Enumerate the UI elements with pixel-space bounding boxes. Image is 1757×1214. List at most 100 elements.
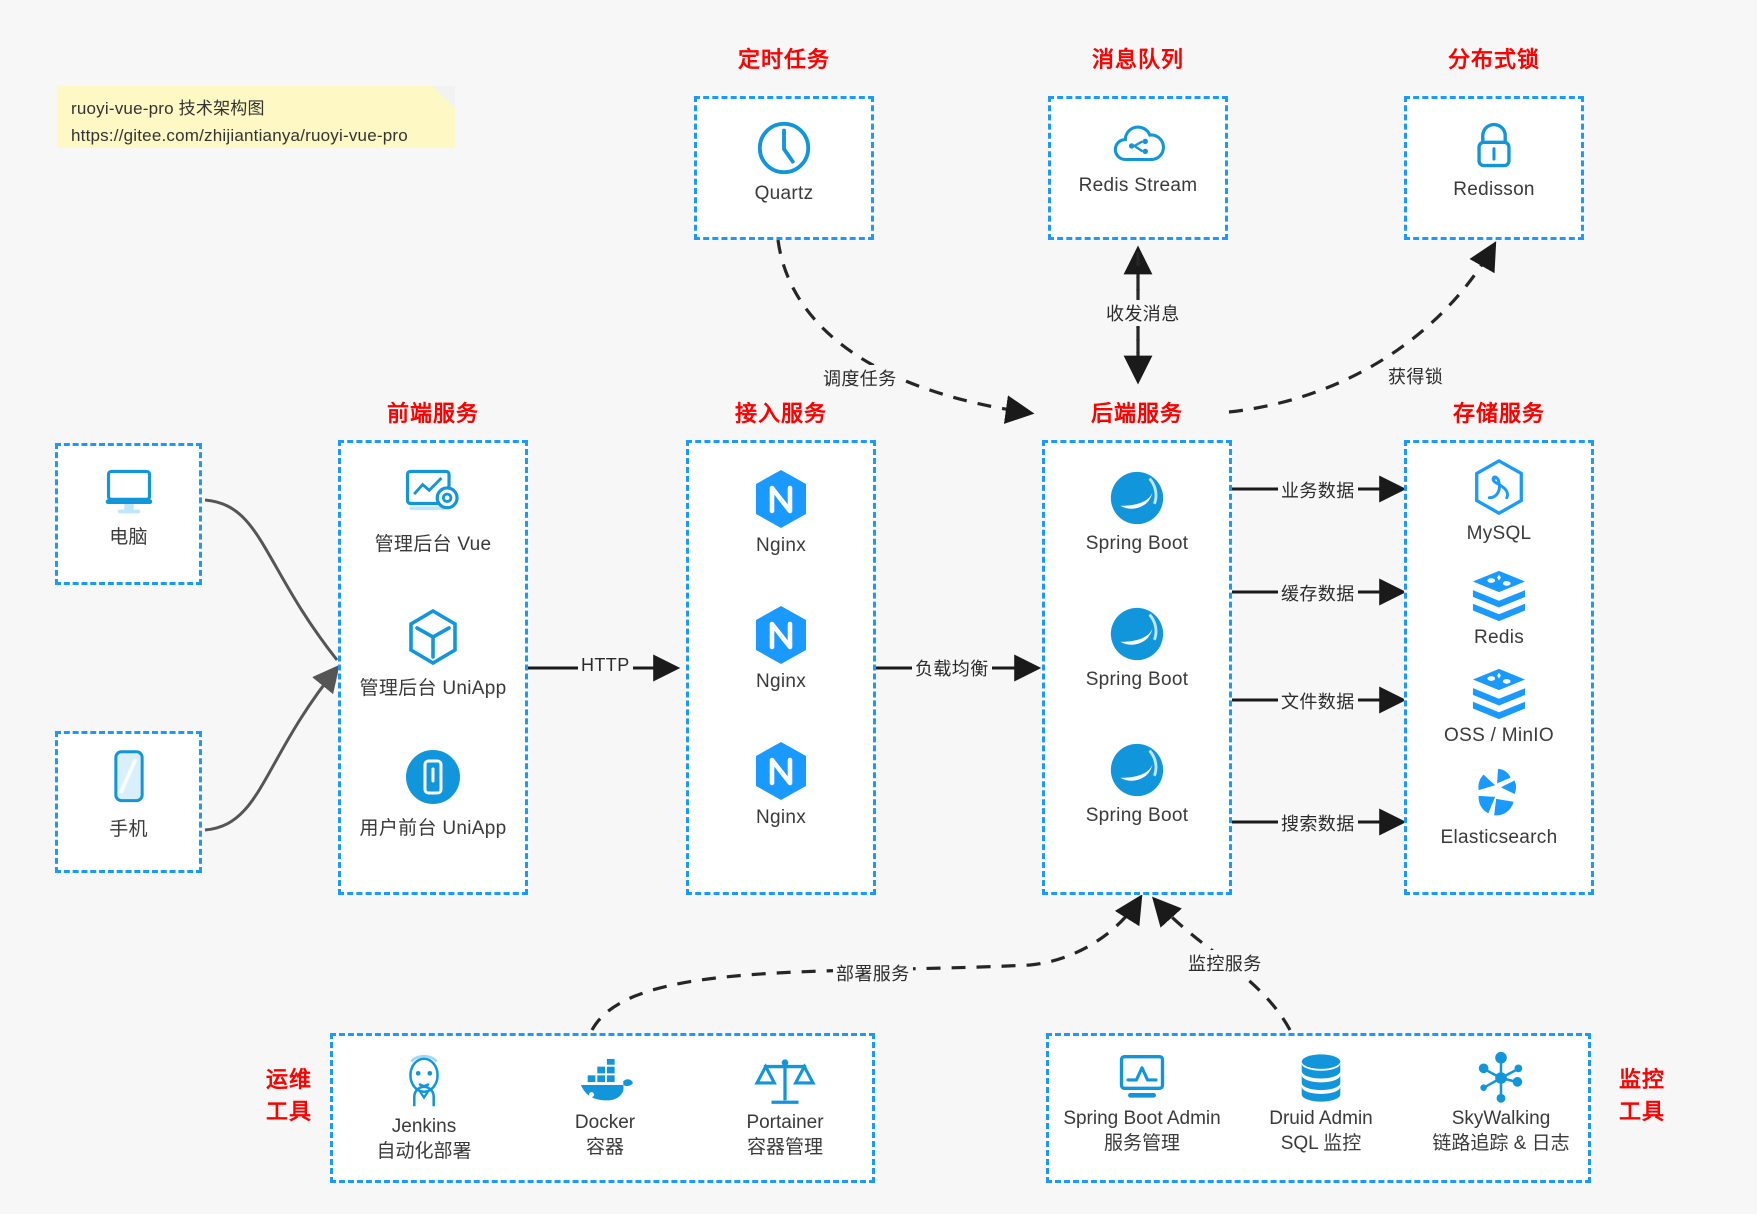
node-label: Quartz (754, 183, 814, 204)
skywalking-icon (1478, 1051, 1523, 1103)
edge-label-monitor-service: 监控服务 (1185, 950, 1265, 976)
edge-label-http: HTTP (578, 655, 633, 676)
desktop-icon (105, 469, 152, 514)
group-title-monitoring-line2: 工具 (1618, 1099, 1665, 1124)
group-title-monitoring: 监控 工具 (1608, 1064, 1676, 1128)
node-admin-vue[interactable]: 管理后台 Vue (341, 465, 525, 556)
node-name: Druid Admin (1269, 1108, 1373, 1129)
node-jenkins[interactable]: Jenkins 自动化部署 (333, 1052, 515, 1164)
group-gateway[interactable]: Nginx Nginx Nginx (686, 440, 876, 895)
group-monitoring[interactable]: Spring Boot Admin 服务管理 Druid Admin SQL 监… (1046, 1033, 1591, 1183)
node-desc: SQL 监控 (1280, 1133, 1362, 1154)
node-desc: 链路追踪 & 日志 (1432, 1133, 1570, 1154)
node-spring-boot-3[interactable]: Spring Boot (1045, 739, 1229, 827)
mobile-icon (113, 750, 144, 803)
cube-icon (409, 608, 457, 666)
group-title-backend: 后端服务 (1090, 401, 1183, 426)
node-druid-admin[interactable]: Druid Admin SQL 监控 (1230, 1052, 1412, 1156)
edge-label-file-data: 文件数据 (1278, 688, 1358, 714)
node-portainer[interactable]: Portainer 容器管理 (694, 1054, 876, 1160)
group-title-devops-line2: 工具 (265, 1099, 312, 1124)
node-quartz[interactable]: Quartz (697, 117, 871, 205)
group-backend[interactable]: Spring Boot Spring Boot Spring Boot (1042, 440, 1232, 895)
node-desc: 自动化部署 (376, 1141, 472, 1162)
node-label: Nginx (755, 671, 807, 692)
group-client-desktop[interactable]: 电脑 (55, 443, 202, 585)
node-redisson[interactable]: Redisson (1407, 117, 1581, 201)
node-mobile[interactable]: 手机 (58, 748, 199, 841)
docker-icon (580, 1058, 633, 1101)
group-title-devops: 运维 工具 (255, 1064, 323, 1128)
node-spring-boot-2[interactable]: Spring Boot (1045, 603, 1229, 691)
diagram-note: ruoyi-vue-pro 技术架构图 https://gitee.com/zh… (57, 86, 455, 148)
group-message-queue[interactable]: Redis Stream (1048, 96, 1228, 240)
node-user-uniapp[interactable]: 用户前台 UniApp (341, 745, 525, 840)
node-label: 管理后台 UniApp (359, 678, 507, 699)
group-title-frontend: 前端服务 (386, 401, 479, 426)
edge-label-load-balance: 负载均衡 (912, 655, 992, 681)
group-title-storage: 存储服务 (1452, 401, 1545, 426)
group-devops[interactable]: Jenkins 自动化部署 Docker 容器 (330, 1033, 875, 1183)
note-line-title: ruoyi-vue-pro 技术架构图 (71, 99, 265, 118)
node-redis[interactable]: Redis (1407, 567, 1591, 649)
nginx-icon (756, 470, 806, 528)
group-distributed-lock[interactable]: Redisson (1404, 96, 1584, 240)
edge-label-deploy-service: 部署服务 (833, 960, 913, 986)
group-client-mobile[interactable]: 手机 (55, 731, 202, 873)
group-title-devops-line1: 运维 (265, 1067, 312, 1092)
node-label: MySQL (1466, 523, 1532, 544)
monitor-chart-icon (1119, 1054, 1165, 1098)
node-label: Redisson (1453, 179, 1535, 200)
group-frontend[interactable]: 管理后台 Vue 管理后台 UniApp 用户前台 UniApp (338, 440, 528, 895)
node-label: Spring Boot (1085, 533, 1189, 554)
dashboard-icon (405, 469, 459, 511)
edge-label-search-data: 搜索数据 (1278, 810, 1358, 836)
node-label: 管理后台 Vue (374, 534, 492, 555)
node-admin-uniapp[interactable]: 管理后台 UniApp (341, 605, 525, 700)
node-spring-boot-1[interactable]: Spring Boot (1045, 467, 1229, 555)
group-storage[interactable]: MySQL Redis OSS / MinIO (1404, 440, 1594, 895)
group-title-message-queue: 消息队列 (1091, 47, 1184, 72)
node-docker[interactable]: Docker 容器 (514, 1058, 696, 1160)
node-oss-minio[interactable]: OSS / MinIO (1407, 665, 1591, 747)
edge-label-business-data: 业务数据 (1278, 477, 1358, 503)
node-redis-stream[interactable]: Redis Stream (1051, 119, 1225, 197)
edge-label-schedule-task: 调度任务 (820, 365, 900, 391)
node-label: Redis Stream (1078, 175, 1198, 196)
redis-icon (1472, 570, 1526, 622)
clock-icon (757, 121, 811, 175)
node-mysql[interactable]: MySQL (1407, 457, 1591, 545)
note-fold-corner (433, 86, 455, 108)
database-icon (1301, 1054, 1341, 1102)
node-name: Spring Boot Admin (1063, 1108, 1221, 1129)
edge-label-send-receive-message: 收发消息 (1103, 300, 1183, 326)
edge-label-acquire-lock: 获得锁 (1385, 363, 1447, 389)
node-nginx-3[interactable]: Nginx (689, 739, 873, 829)
node-label: OSS / MinIO (1444, 725, 1554, 746)
node-name: Portainer (746, 1112, 824, 1133)
group-title-distributed-lock: 分布式锁 (1447, 47, 1540, 72)
node-desc: 容器 (585, 1137, 624, 1158)
nginx-icon (756, 606, 806, 664)
node-nginx-2[interactable]: Nginx (689, 603, 873, 693)
node-skywalking[interactable]: SkyWalking 链路追踪 & 日志 (1410, 1050, 1592, 1156)
node-label: Redis (1473, 627, 1525, 648)
elasticsearch-icon (1478, 768, 1517, 816)
scales-icon (754, 1059, 816, 1104)
node-label: Spring Boot (1085, 805, 1189, 826)
node-name: Jenkins (391, 1116, 457, 1137)
node-spring-boot-admin[interactable]: Spring Boot Admin 服务管理 (1051, 1052, 1233, 1156)
group-scheduled-task[interactable]: Quartz (694, 96, 874, 240)
node-nginx-1[interactable]: Nginx (689, 467, 873, 557)
node-label: Nginx (755, 807, 807, 828)
node-label: 手机 (109, 819, 148, 840)
redis-icon (1472, 668, 1526, 720)
node-elasticsearch[interactable]: Elasticsearch (1407, 765, 1591, 849)
phone-app-icon (406, 750, 460, 804)
group-title-gateway: 接入服务 (734, 401, 827, 426)
lock-icon (1477, 122, 1511, 168)
node-desktop[interactable]: 电脑 (58, 464, 199, 549)
edge-label-cache-data: 缓存数据 (1278, 580, 1358, 606)
group-title-scheduled-task: 定时任务 (737, 47, 830, 72)
